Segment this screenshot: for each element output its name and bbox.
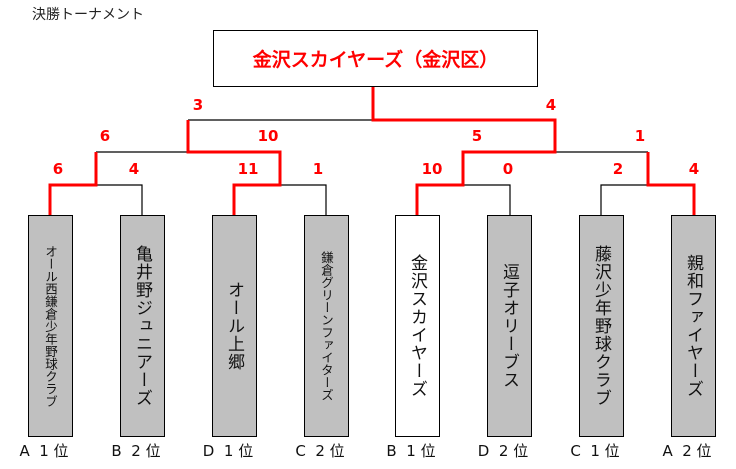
team-rank: B 1 位 — [386, 442, 436, 460]
score: 4 — [545, 96, 557, 114]
team-box: 親和ファイヤーズ — [671, 215, 716, 437]
champion-box: 金沢スカイヤーズ（金沢区） — [213, 30, 538, 87]
score: 5 — [471, 127, 483, 145]
team-rank: D 2 位 — [477, 442, 529, 460]
score: 1 — [312, 160, 324, 178]
team-rank: A 2 位 — [662, 442, 712, 460]
team-box: オール西鎌倉少年野球クラブ — [28, 215, 73, 437]
team-box: 逗子オリーブス — [487, 215, 532, 437]
score: 0 — [502, 160, 514, 178]
team-name: オール上郷 — [224, 281, 244, 371]
score: 11 — [237, 160, 259, 178]
team-name: 逗子オリーブス — [499, 263, 519, 389]
team-name: 藤沢少年野球クラブ — [591, 245, 611, 407]
score: 6 — [52, 160, 64, 178]
champion-name: 金沢スカイヤーズ（金沢区） — [252, 49, 499, 71]
team-rank: D 1 位 — [202, 442, 254, 460]
score: 4 — [688, 160, 700, 178]
team-box: 藤沢少年野球クラブ — [579, 215, 624, 437]
team-name: 親和ファイヤーズ — [683, 254, 703, 398]
team-rank: A 1 位 — [19, 442, 69, 460]
team-box: オール上郷 — [212, 215, 257, 437]
winner-lines — [48, 87, 696, 215]
score: 10 — [257, 127, 279, 145]
score: 10 — [421, 160, 443, 178]
team-rank: C 1 位 — [570, 442, 620, 460]
team-name: 鎌倉グリーンファイターズ — [319, 251, 334, 401]
score: 2 — [612, 160, 624, 178]
score: 4 — [128, 160, 140, 178]
team-rank: C 2 位 — [295, 442, 345, 460]
score: 3 — [192, 96, 204, 114]
team-name: 亀井野ジュニアーズ — [132, 245, 152, 407]
team-box: 亀井野ジュニアーズ — [120, 215, 165, 437]
loser-lines — [96, 119, 648, 215]
team-name: 金沢スカイヤーズ — [407, 254, 427, 398]
team-box-winner: 金沢スカイヤーズ — [395, 215, 440, 437]
team-name: オール西鎌倉少年野球クラブ — [43, 244, 58, 408]
page-title: 決勝トーナメント — [32, 7, 144, 23]
score: 6 — [99, 127, 111, 145]
score: 1 — [634, 127, 646, 145]
team-rank: B 2 位 — [111, 442, 161, 460]
team-box: 鎌倉グリーンファイターズ — [304, 215, 349, 437]
